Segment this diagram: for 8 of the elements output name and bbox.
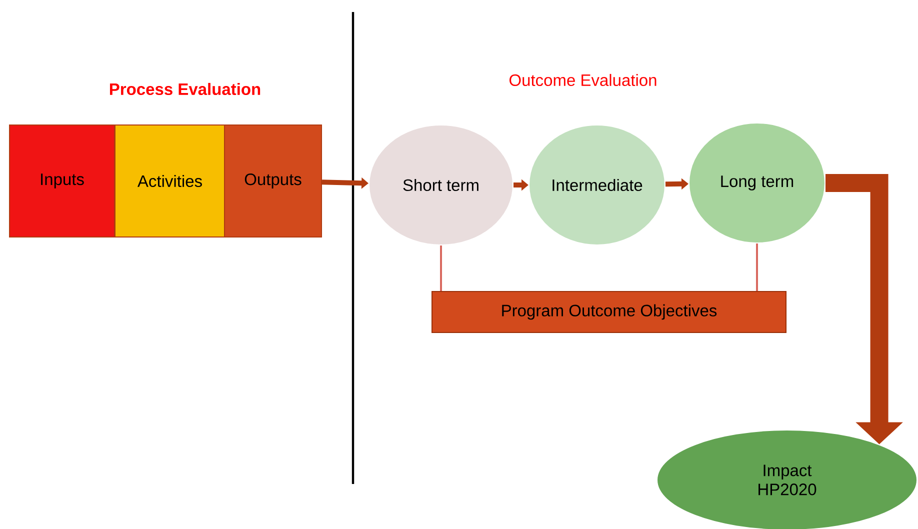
connector-line bbox=[756, 244, 758, 291]
output-box: Outputs bbox=[224, 124, 322, 238]
objectives-box: Program Outcome Objectives bbox=[432, 291, 786, 333]
input-box: Inputs bbox=[9, 124, 115, 238]
connector-line bbox=[440, 246, 442, 291]
section-heading: Outcome Evaluation bbox=[510, 74, 656, 86]
activity-box: Activities bbox=[114, 124, 226, 238]
section-heading: Process Evaluation bbox=[110, 82, 260, 96]
